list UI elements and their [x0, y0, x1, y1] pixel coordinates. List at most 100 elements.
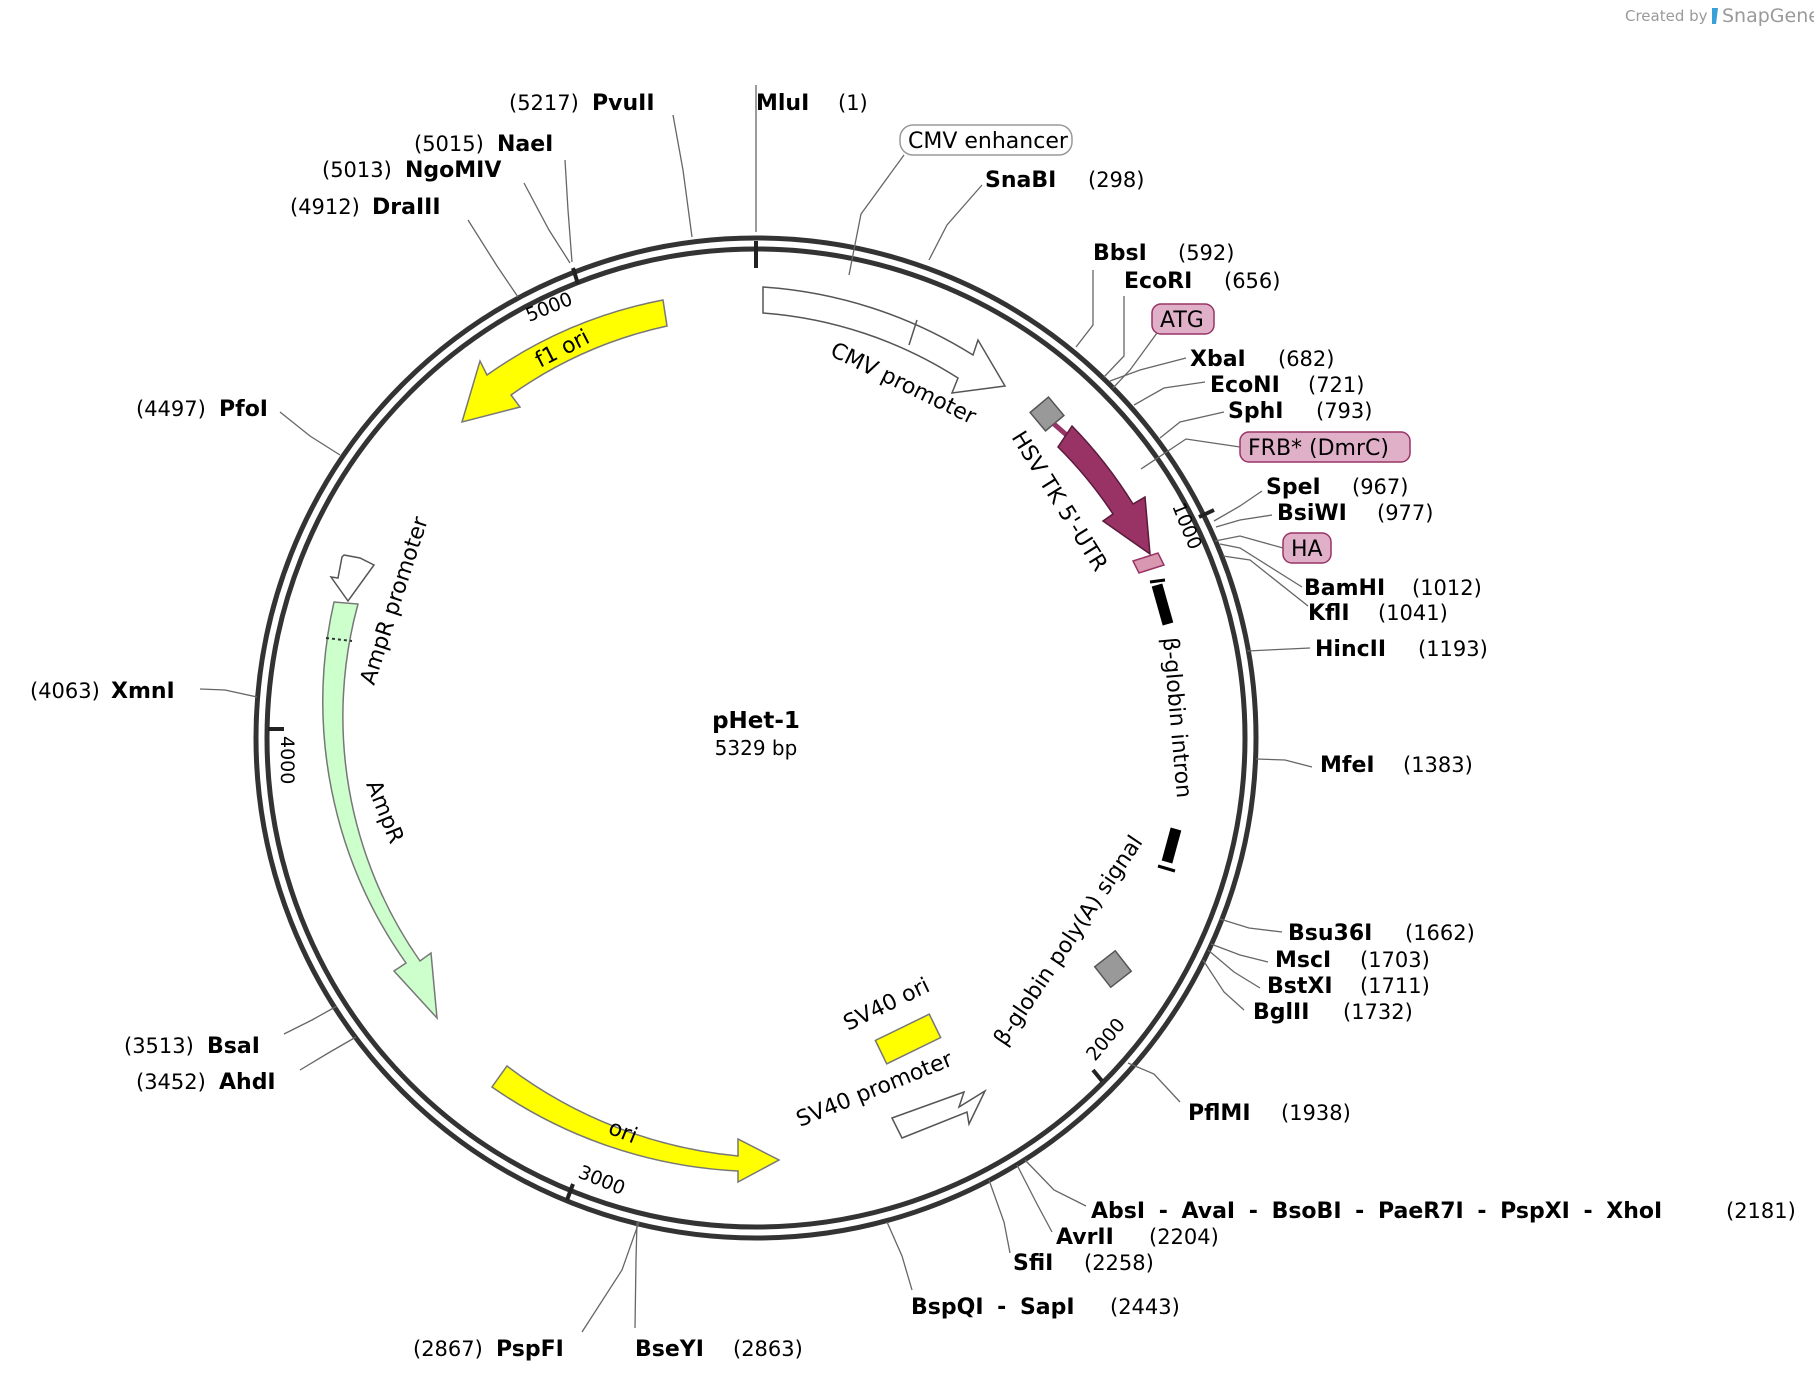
sv40-ori-box[interactable] [874, 1013, 942, 1065]
site-pvuii[interactable]: PvuII [592, 91, 655, 116]
ampr-label: AmpR [360, 777, 408, 847]
site-sphi[interactable]: SphI [1228, 399, 1283, 424]
site-msci-pos: (1703) [1360, 948, 1430, 972]
beta-globin-polya-box[interactable] [1093, 949, 1133, 989]
tick-5000 [571, 267, 580, 285]
site-ahdi[interactable]: AhdI [219, 1070, 276, 1095]
site-naei-pos: (5015) [414, 132, 484, 156]
site-snabi[interactable]: SnaBI [985, 168, 1056, 193]
cmv-enhancer-leader [848, 154, 905, 276]
site-xhoi-group-pos: (2181) [1726, 1199, 1796, 1223]
site-draiii[interactable]: DraIII [372, 195, 441, 220]
site-avrii[interactable]: AvrII [1056, 1225, 1114, 1250]
sv40-promoter-arrow[interactable] [890, 1089, 987, 1139]
site-draiii-pos: (4912) [290, 195, 360, 219]
site-msci[interactable]: MscI [1275, 948, 1331, 973]
site-bspqi-sapi-pos: (2443) [1110, 1295, 1180, 1319]
site-bglii[interactable]: BglII [1253, 1000, 1309, 1025]
site-xhoi-group[interactable]: AbsI - AvaI - BsoBI - PaeR7I - PspXI - X… [1091, 1199, 1662, 1224]
site-sfii[interactable]: SfiI [1013, 1251, 1053, 1276]
tick-2000 [1091, 1068, 1104, 1083]
tick-marks: 1000 2000 3000 4000 5000 [268, 267, 1215, 1201]
site-pspfi-pos: (2867) [413, 1337, 483, 1361]
site-bsai-pos: (3513) [124, 1034, 194, 1058]
cmv-promoter-divider [908, 319, 918, 346]
site-pfoi-pos: (4497) [136, 397, 206, 421]
hsv-tk-utr-label: HSV TK 5'-UTR [1006, 427, 1112, 576]
site-econi-pos: (721) [1308, 373, 1364, 397]
site-xmni-pos: (4063) [30, 679, 100, 703]
ampr-promoter-label: AmpR promoter [356, 513, 434, 688]
cmv-promoter-arrow[interactable] [762, 286, 1007, 394]
ampr-promoter-arrow[interactable] [329, 554, 376, 603]
site-bamhi-pos: (1012) [1412, 576, 1482, 600]
site-pfoi[interactable]: PfoI [219, 397, 268, 422]
site-avrii-pos: (2204) [1149, 1225, 1219, 1249]
frb-dmrc-arrow[interactable] [1057, 424, 1151, 556]
site-bamhi[interactable]: BamHI [1304, 576, 1385, 601]
site-bseyi-pos: (2863) [733, 1337, 803, 1361]
site-bstxi[interactable]: BstXI [1267, 974, 1333, 999]
frb-tag-label: FRB* (DmrC) [1248, 436, 1389, 461]
credit-prefix: Created by [1625, 7, 1708, 25]
site-mfei-pos: (1383) [1403, 753, 1473, 777]
site-xbai[interactable]: XbaI [1190, 347, 1246, 372]
tick-3000 [565, 1183, 575, 1201]
site-ecori-pos: (656) [1224, 269, 1280, 293]
site-hincii[interactable]: HincII [1315, 637, 1386, 662]
site-pflmi-pos: (1938) [1281, 1101, 1351, 1125]
site-bbsi[interactable]: BbsI [1093, 241, 1147, 266]
site-ahdi-pos: (3452) [136, 1070, 206, 1094]
site-bsiwi[interactable]: BsiWI [1277, 501, 1347, 526]
beta-globin-intron[interactable] [1149, 578, 1182, 873]
beta-globin-polya-label: β-globin poly(A) signal [989, 831, 1148, 1050]
credit-brand: SnapGene [1722, 5, 1814, 27]
site-mlui-pos: (1) [838, 91, 868, 115]
site-sphi-pos: (793) [1316, 399, 1372, 423]
atg-tag[interactable] [1151, 303, 1215, 335]
site-bglii-pos: (1732) [1343, 1000, 1413, 1024]
site-bsu36i[interactable]: Bsu36I [1288, 921, 1372, 946]
site-snabi-pos: (298) [1088, 168, 1144, 192]
f1-ori-arrow[interactable] [460, 299, 668, 424]
ha-marker[interactable] [1131, 552, 1166, 574]
site-bspqi-sapi[interactable]: BspQI - SapI [911, 1295, 1075, 1320]
snapgene-credit: Created by SnapGene [1625, 5, 1814, 27]
plasmid-size: 5329 bp [715, 736, 798, 760]
site-ecori[interactable]: EcoRI [1124, 269, 1192, 294]
cmv-enhancer-box[interactable] [899, 124, 1073, 156]
site-kfli-pos: (1041) [1378, 601, 1448, 625]
site-mfei[interactable]: MfeI [1320, 753, 1375, 778]
site-mlui[interactable]: MluI [756, 91, 809, 116]
site-bsiwi-pos: (977) [1377, 501, 1433, 525]
ampr-divider [325, 637, 353, 642]
site-kfli[interactable]: KflI [1308, 601, 1350, 626]
site-spei-pos: (967) [1352, 475, 1408, 499]
site-pflmi[interactable]: PflMI [1188, 1101, 1251, 1126]
site-sfii-pos: (2258) [1084, 1251, 1154, 1275]
site-bseyi[interactable]: BseYI [635, 1337, 704, 1362]
plasmid-name: pHet-1 [712, 708, 800, 734]
ampr-arrow[interactable] [322, 601, 438, 1021]
site-pvuii-pos: (5217) [509, 91, 579, 115]
beta-globin-intron-label: β-globin intron [1157, 636, 1196, 799]
snapgene-logo-icon [1712, 8, 1718, 24]
site-spei[interactable]: SpeI [1266, 475, 1321, 500]
site-ngomiv[interactable]: NgoMIV [405, 158, 501, 183]
site-ngomiv-pos: (5013) [322, 158, 392, 182]
site-bsu36i-pos: (1662) [1405, 921, 1475, 945]
site-naei[interactable]: NaeI [497, 132, 553, 157]
ori-arrow[interactable] [490, 1064, 781, 1184]
tick-label-4000: 4000 [276, 736, 298, 784]
site-xmni[interactable]: XmnI [111, 679, 175, 704]
atg-tag-label: ATG [1160, 308, 1204, 333]
site-hincii-pos: (1193) [1418, 637, 1488, 661]
site-bsai[interactable]: BsaI [207, 1034, 260, 1059]
ha-tag-label: HA [1291, 537, 1323, 562]
tick-1000 [1198, 508, 1215, 519]
site-econi[interactable]: EcoNI [1210, 373, 1280, 398]
site-pspfi[interactable]: PspFI [496, 1337, 564, 1362]
site-bstxi-pos: (1711) [1360, 974, 1430, 998]
cmv-enhancer-label: CMV enhancer [908, 129, 1069, 154]
